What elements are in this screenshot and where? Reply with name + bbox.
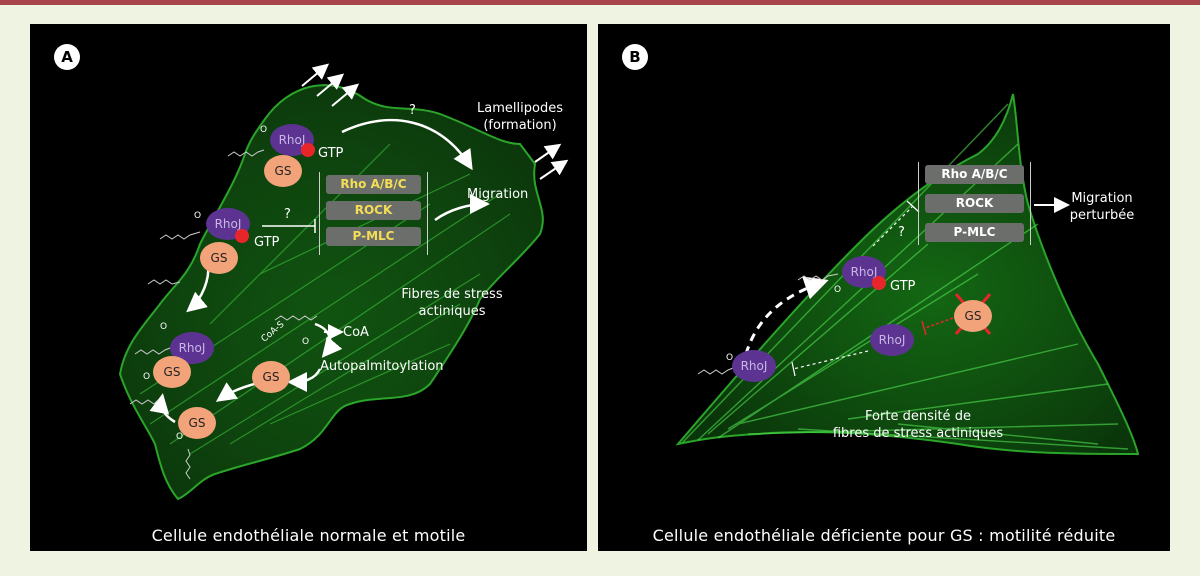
box-p-mlc: P-MLC: [925, 223, 1024, 242]
o-mark: O: [260, 125, 268, 135]
gtp-label-b: GTP: [890, 279, 916, 294]
o-mark: O: [726, 353, 734, 363]
gs-molecule: GS: [264, 155, 302, 187]
o-mark: O: [176, 432, 184, 442]
panel-a: A ? Lamellipodes (formation) Migration ?…: [30, 24, 587, 551]
gs-molecule: GS: [252, 361, 290, 393]
bracket-left: [319, 172, 320, 255]
o-mark: O: [160, 322, 168, 332]
o-mark: O: [302, 337, 310, 347]
bracket-right: [1030, 162, 1031, 245]
panel-b-drawing: [675, 93, 1140, 456]
coa-label: CoA: [343, 325, 369, 340]
rhoj-molecule: RhoJ: [270, 124, 314, 156]
lamellipodes-label: Lamellipodes (formation): [477, 101, 563, 133]
gtp-label-top: GTP: [318, 146, 344, 161]
question-mark-top: ?: [409, 103, 416, 118]
rhoj-molecule: RhoJ: [170, 332, 214, 364]
box-rock: ROCK: [925, 194, 1024, 213]
o-mark: O: [143, 372, 151, 382]
question-mark-mid: ?: [284, 207, 291, 222]
fibres-label: Fibres de stress actiniques: [401, 287, 503, 319]
gs-molecule: GS: [200, 242, 238, 274]
panel-b-badge: B: [622, 44, 648, 70]
gtp-label-mid: GTP: [254, 235, 280, 250]
gtp-dot: [872, 276, 886, 290]
gs-molecule-deficient: GS: [954, 300, 992, 332]
o-mark: O: [194, 211, 202, 221]
gs-molecule: GS: [178, 407, 216, 439]
bracket-left: [918, 162, 919, 245]
gtp-dot: [235, 229, 249, 243]
panel-b: B Migration perturbée ? GTP Forte densit…: [598, 24, 1170, 551]
panel-a-drawing: [118, 63, 569, 501]
migration-label: Migration: [467, 187, 529, 202]
autopalmitoylation-label: Autopalmitoylation: [320, 359, 444, 374]
rhoj-molecule: RhoJ: [870, 324, 914, 356]
panel-b-caption: Cellule endothéliale déficiente pour GS …: [652, 526, 1116, 545]
top-accent-bar: [0, 0, 1200, 5]
panel-a-caption: Cellule endothéliale normale et motile: [151, 526, 466, 545]
rhoj-molecule: RhoJ: [206, 208, 250, 240]
o-mark: O: [834, 285, 842, 295]
box-rho-abc: Rho A/B/C: [326, 175, 421, 194]
migration-perturbee-label: Migration perturbée: [1069, 191, 1135, 223]
forte-densite-label: Forte densité de fibres de stress actini…: [832, 409, 1004, 441]
question-mark-b: ?: [898, 225, 905, 240]
panel-a-badge: A: [54, 44, 80, 70]
gtp-dot: [301, 143, 315, 157]
box-rock: ROCK: [326, 201, 421, 220]
box-p-mlc: P-MLC: [326, 227, 421, 246]
box-rho-abc: Rho A/B/C: [925, 165, 1024, 184]
gs-molecule: GS: [153, 356, 191, 388]
rhoj-molecule: RhoJ: [732, 350, 776, 382]
bracket-right: [427, 172, 428, 255]
